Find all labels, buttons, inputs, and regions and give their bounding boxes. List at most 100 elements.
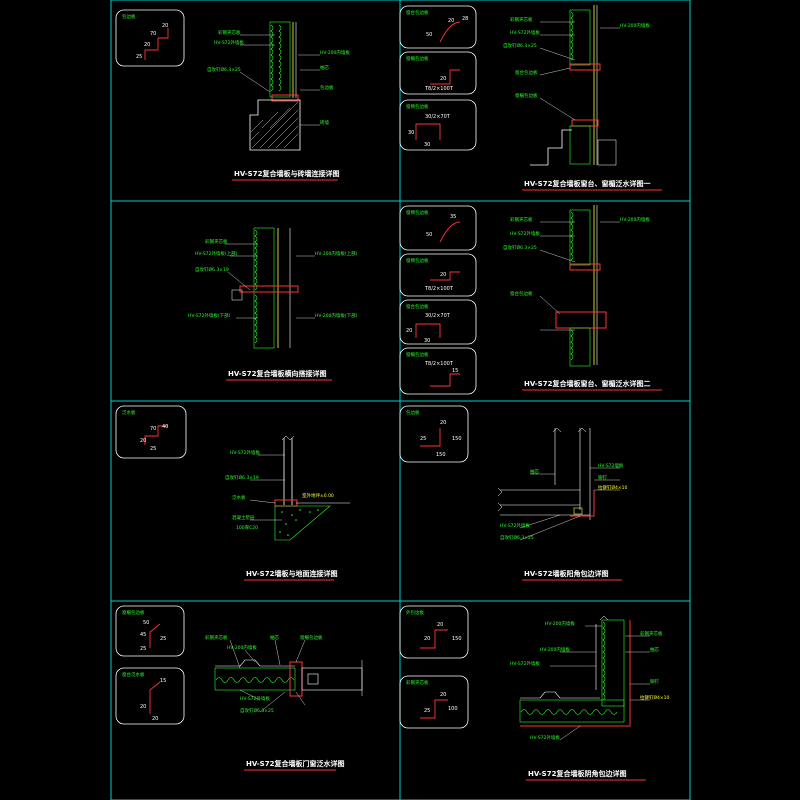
dim: 30 [424, 142, 430, 148]
dim: 20 [144, 42, 150, 48]
label: 自攻钉Ø6.3×19 [195, 266, 229, 273]
label: 自攻钉Ø6.3×25 [240, 707, 274, 714]
dim: 20 [437, 622, 443, 628]
leaders-1 [239, 34, 320, 126]
dim: 100 [448, 706, 458, 712]
label: HV-S72外墙板 [510, 230, 540, 237]
label: HV-200内墙板 [540, 646, 570, 653]
dim: 20 [440, 420, 446, 426]
dim: 50 [426, 32, 432, 38]
dim: 25 [150, 446, 156, 452]
label: 窗楣包边板 [300, 634, 323, 641]
callout-box-4b: 窗侧包边板 20 T8/2×100T [399, 253, 477, 297]
panel-1: 包边板 20 70 20 25 [115, 9, 350, 181]
callout-box-4d: 窗楣包边板 T8/2×100T 15 [399, 347, 477, 395]
leaders-8 [550, 625, 650, 741]
label: 砖墙 [320, 119, 329, 126]
callout-title: 窗台包边板 [406, 303, 429, 310]
callout-box-2a: 窗台包边板 50 20 28 [399, 5, 477, 49]
label: HV-S72墙板 [598, 462, 624, 469]
callout-title: 窗侧包边板 [406, 209, 429, 216]
label: HV-S72外墙板 [214, 39, 244, 46]
label: 彩钢夹芯板 [218, 29, 241, 36]
dim: 50 [143, 620, 149, 626]
panel-title: HV-S72复合墙板门窗泛水详图 [246, 759, 344, 768]
callout-box-7a: 窗楣包边板 50 45 25 25 [115, 605, 185, 657]
callout-box-8a: 外包边板 20 20 150 [399, 605, 469, 659]
leaders-2 [539, 21, 620, 121]
dim: 45 [140, 632, 146, 638]
panel-title: HV-S72复合墙板阴角包边详图 [528, 769, 626, 778]
dim: 150 [452, 436, 462, 442]
callout-title: 窗楣包边板 [406, 351, 429, 358]
wall-section-1 [249, 21, 301, 151]
label: HV-200内墙板 [545, 620, 575, 627]
callout-title: 泛水板 [122, 409, 136, 416]
label: 彩钢夹芯板 [205, 634, 228, 641]
callout-text: 30/2×70T [425, 114, 451, 120]
dim: 150 [452, 636, 462, 642]
dim: 25 [160, 636, 166, 642]
dim: 15 [452, 368, 458, 374]
dim: 30 [424, 338, 430, 344]
label: 自攻钉Ø6.3×25 [503, 244, 537, 251]
dim: 20 [140, 438, 146, 444]
label: HV-200内墙板 [227, 644, 257, 651]
panel-title: HV-S72复合墙板窗台、窗楣泛水详图二 [524, 379, 650, 388]
label: HV-S72外墙板 [230, 449, 260, 456]
panel-7: 窗楣包边板 50 45 25 25 窗台泛水板 15 20 20 [115, 605, 363, 771]
callout-title: 包边板 [406, 409, 420, 416]
dim: 50 [426, 232, 432, 238]
drawing-frame [110, 0, 691, 800]
callout-text: T8/2×100T [424, 286, 454, 292]
dim: 20 [440, 272, 446, 278]
label: HV-S72外墙板 [530, 734, 560, 741]
callout-title: 窗台泛水板 [122, 671, 145, 678]
label: HV-200内墙板 [320, 49, 350, 56]
dim: 25 [420, 436, 426, 442]
wall-section-4 [555, 205, 607, 367]
corner-section-6 [497, 427, 595, 520]
callout-text: T8/2×100T [424, 86, 454, 92]
label: 室外地坪±0.00 [302, 492, 334, 499]
panel-title: HV-S72墙板阳角包边详图 [524, 569, 608, 578]
label: HV-S72外墙板 [510, 660, 540, 667]
label: HV-200内墙板 [620, 22, 650, 29]
label: 彩钢夹芯板 [510, 16, 533, 23]
label: HV-200内墙板 [620, 216, 650, 223]
label: HV-S72外墙板 [500, 522, 530, 529]
label: 自攻钉Ø6.3×19 [225, 474, 259, 481]
label: HV-200内墙板(上部) [315, 250, 358, 257]
callout-title: 窗侧包边板 [406, 257, 429, 264]
label: 抽芯 [530, 468, 539, 475]
label: 抽芯 [270, 634, 279, 641]
label: 彩钢夹芯板 [205, 238, 228, 245]
dim: 20 [406, 328, 412, 334]
dim: 25 [140, 646, 146, 652]
dim: 25 [424, 708, 430, 714]
panel-3: 彩钢夹芯板 HV-S72外墙板(上部) HV-200内墙板(上部) 自攻钉Ø6.… [188, 227, 358, 381]
label: 抽芯 [650, 646, 659, 653]
dim: 20 [440, 76, 446, 82]
panel-title: HV-S72复合墙板与砖墙连接详图 [234, 169, 339, 178]
label: 自攻钉Ø6.3×25 [207, 66, 241, 73]
label: 抽芯 [320, 64, 329, 71]
dim: 70 [150, 31, 156, 37]
dim: 20 [424, 636, 430, 642]
dim: 30 [408, 130, 414, 136]
callout-title: 外包边板 [406, 609, 424, 616]
dim: 20 [440, 692, 446, 698]
dim: 20 [152, 716, 158, 722]
dim: 20 [162, 23, 168, 29]
callout-box-2b: 窗楣包边板 20 T8/2×100T [399, 51, 477, 95]
window-section-7 [214, 659, 363, 697]
dim: 20 [448, 18, 454, 24]
panel-5: 泛水板 70 40 20 25 HV-S72外墙板 自攻钉Ø6.3×19 [115, 405, 350, 581]
callout-box-8b: 彩钢夹芯板 20 25 100 [399, 675, 469, 729]
dim: 35 [450, 214, 456, 220]
callout-title: 窗侧包边板 [406, 103, 429, 110]
panel-title: HV-S72墙板与地面连接详图 [246, 569, 337, 578]
label: 彩钢夹芯板 [510, 216, 533, 223]
label: HV-200内墙板(下部) [315, 312, 358, 319]
